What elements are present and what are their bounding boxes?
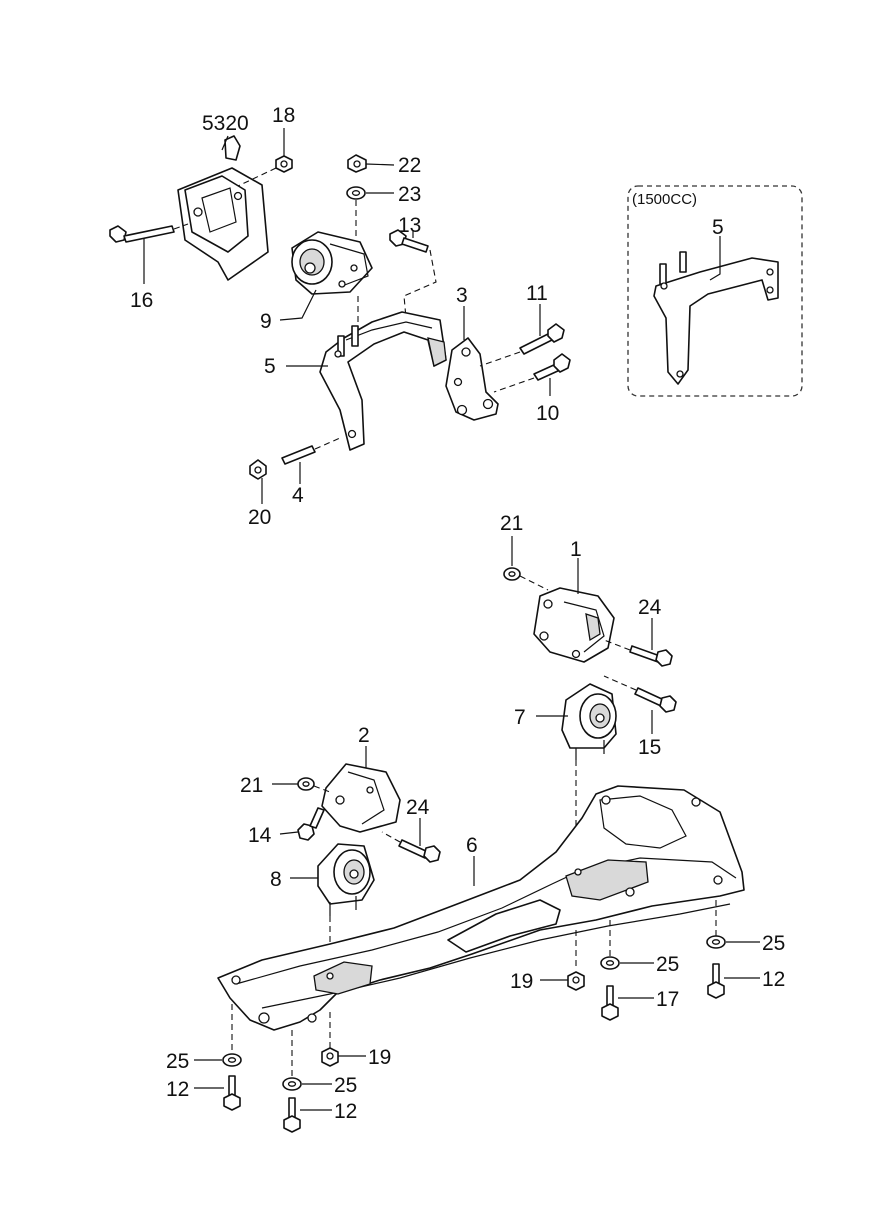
- bracket-5-1500cc: [653, 251, 779, 385]
- bolt-10: [533, 353, 571, 381]
- bracket-5320: [177, 135, 269, 281]
- bolt-16: [109, 225, 175, 243]
- label-23: 23: [398, 183, 421, 206]
- nut-19-lower: [321, 1047, 339, 1067]
- label-20: 20: [248, 506, 271, 529]
- label-9: 9: [260, 310, 272, 333]
- label-5320: 5320: [202, 112, 249, 135]
- leader-lines: [143, 128, 760, 1111]
- washer-25-left: [222, 1053, 242, 1067]
- label-22: 22: [398, 154, 421, 177]
- washer-21-lower: [297, 777, 315, 791]
- label-6: 6: [466, 834, 478, 857]
- nut-22: [347, 154, 367, 173]
- label-19-center: 19: [510, 970, 533, 993]
- washer-25-center-right: [600, 956, 620, 970]
- bolt-15: [634, 687, 677, 713]
- washer-25-mid: [282, 1077, 302, 1091]
- bracket-2: [321, 763, 401, 833]
- bolt-24-lower: [398, 839, 441, 863]
- label-10: 10: [536, 402, 559, 425]
- nut-19-center: [567, 971, 585, 991]
- bracket-1: [533, 587, 615, 663]
- label-14: 14: [248, 824, 272, 847]
- label-25-right: 25: [762, 932, 785, 955]
- label-21-lower: 21: [240, 774, 263, 797]
- bolt-13: [389, 229, 429, 253]
- label-25-center-right: 25: [656, 953, 679, 976]
- label-7: 7: [514, 706, 526, 729]
- label-1: 1: [570, 538, 582, 561]
- bolt-14: [297, 807, 325, 841]
- nut-18: [275, 155, 293, 173]
- bolt-17: [601, 985, 619, 1021]
- label-12-mid: 12: [334, 1100, 357, 1123]
- label-3: 3: [456, 284, 468, 307]
- variant-box-1500cc: [627, 185, 803, 397]
- bracket-3: [445, 337, 499, 421]
- label-2: 2: [358, 724, 370, 747]
- label-24-upper: 24: [638, 596, 662, 619]
- engine-mount-9: [291, 231, 373, 295]
- crossmember-6: [217, 785, 745, 1031]
- nut-20: [249, 459, 267, 480]
- bolt-12-mid: [283, 1097, 301, 1133]
- label-13: 13: [398, 214, 421, 237]
- label-4: 4: [292, 484, 304, 507]
- bolt-11: [519, 323, 565, 355]
- bolt-12-right: [707, 963, 725, 999]
- engine-mount-8: [317, 843, 375, 916]
- label-21-upper: 21: [500, 512, 523, 535]
- label-19-lower: 19: [368, 1046, 391, 1069]
- bolt-12-left: [223, 1075, 241, 1111]
- bolt-24-upper: [629, 645, 673, 667]
- label-12-left: 12: [166, 1078, 189, 1101]
- label-5-main: 5: [264, 355, 276, 378]
- label-12-right: 12: [762, 968, 785, 991]
- label-11: 11: [526, 282, 548, 305]
- label-18: 18: [272, 104, 295, 127]
- washer-23: [346, 186, 366, 200]
- variant-note-1500cc: (1500CC): [632, 191, 697, 208]
- label-5-1500cc: 5: [712, 216, 724, 239]
- washer-21-upper: [503, 567, 521, 581]
- label-15: 15: [638, 736, 661, 759]
- bracket-5: [319, 311, 447, 451]
- label-25-left: 25: [166, 1050, 189, 1073]
- stud-4: [281, 445, 316, 465]
- label-8: 8: [270, 868, 282, 891]
- label-24-lower: 24: [406, 796, 430, 819]
- washer-25-right: [706, 935, 726, 949]
- label-17: 17: [656, 988, 679, 1011]
- label-16: 16: [130, 289, 153, 312]
- label-25-mid: 25: [334, 1074, 357, 1097]
- engine-mount-7: [561, 683, 617, 760]
